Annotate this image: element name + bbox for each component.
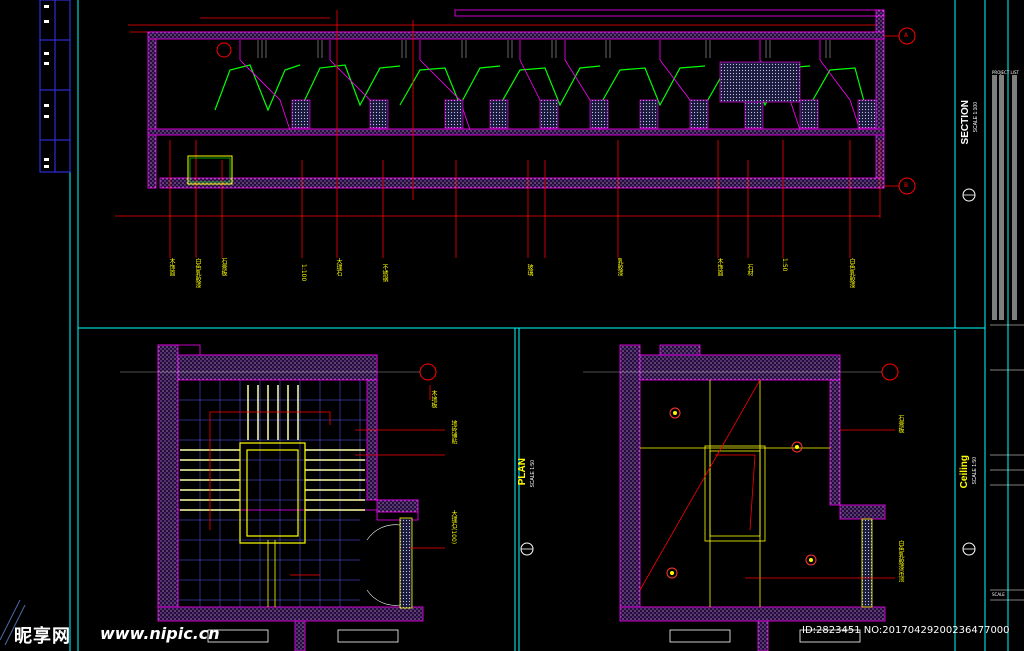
section-note: 木饰面 — [716, 258, 723, 276]
section-grid-marker-bottom — [884, 177, 916, 195]
watermark-graphic — [0, 599, 26, 646]
section-note: 1:100 — [300, 264, 307, 282]
scale-label: SCALE — [992, 592, 1005, 597]
section-note: 白色乳胶漆 — [194, 258, 201, 288]
left-legend-marks — [44, 5, 49, 168]
section-note: 木饰面 — [168, 258, 175, 276]
section-title: SECTION — [960, 100, 971, 145]
drawing-frame — [69, 0, 1009, 651]
section-view — [115, 9, 976, 258]
section-note: 石膏板 — [220, 258, 227, 276]
section-note: 1:50 — [781, 258, 788, 272]
left-legend-table — [39, 0, 71, 173]
watermark-id: ID:2823451 NO:20170429200236477000 — [802, 625, 1010, 636]
section-scale: SCALE 1:100 — [973, 102, 979, 133]
grid-marker-label: B — [904, 182, 909, 189]
title-block-text-strips — [992, 75, 1017, 320]
plan-scale: SCALE 1:50 — [530, 460, 536, 488]
plan-note: 木地板 — [430, 390, 437, 408]
plan-view — [120, 344, 534, 651]
section-note: 白色乳胶漆 — [848, 258, 855, 288]
watermark-site: www.nipic.cn — [100, 624, 220, 643]
section-note: 乳胶漆 — [616, 258, 623, 276]
section-note: 不锈钢 — [381, 264, 388, 282]
project-label: PROJECT LIST — [992, 70, 1019, 75]
ceiling-scale: SCALE 1:50 — [972, 457, 978, 485]
plan-title: PLAN — [517, 458, 528, 486]
title-block — [990, 324, 1024, 601]
grid-marker-label: A — [904, 32, 909, 39]
ceiling-title: Ceiling — [959, 455, 970, 489]
section-grid-marker-top — [884, 27, 916, 45]
ceiling-note: 石膏板 — [897, 415, 904, 433]
watermark-logo: 昵享网 — [14, 626, 71, 647]
ceiling-note: 白色乳胶漆吊顶 — [897, 540, 904, 582]
plan-note: 大理石(100) — [450, 510, 457, 545]
section-note: 大理石 — [335, 258, 342, 276]
ceiling-view — [583, 344, 976, 651]
section-note: 石材 — [746, 264, 753, 276]
plan-note: 地砖铺贴 — [450, 420, 457, 444]
section-note: 玻璃 — [526, 264, 533, 276]
